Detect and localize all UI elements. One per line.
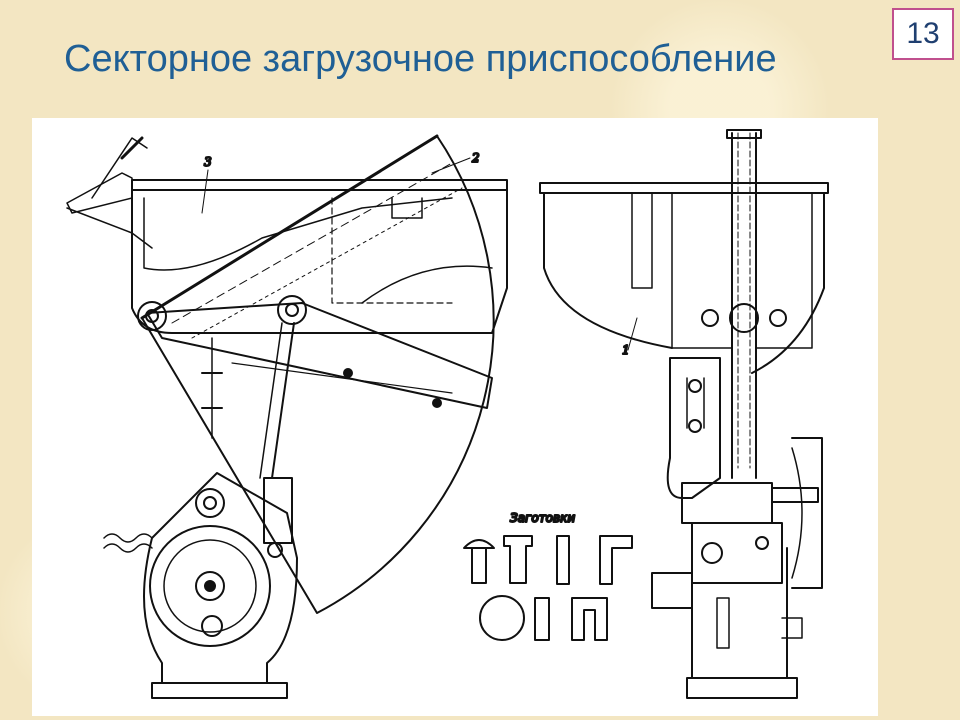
callout-3: 3: [204, 155, 212, 169]
blank-bolt: [463, 539, 495, 584]
blanks-label: Заготовки: [510, 511, 575, 525]
blank-angle: [599, 535, 633, 585]
front-view: 1: [539, 129, 829, 699]
blanks-group: Заготовки: [463, 510, 633, 641]
callout-2: 2: [471, 151, 480, 165]
blank-bar: [534, 597, 550, 641]
blank-cylinder: [503, 535, 533, 584]
callout-1: 1: [622, 343, 630, 357]
technical-drawing: 3 2 Заготовки: [32, 118, 878, 716]
blank-channel: [571, 597, 608, 641]
slide-number-badge: 13: [892, 8, 954, 60]
slide-title: Секторное загрузочное приспособление: [64, 38, 777, 80]
blank-disc: [479, 595, 525, 641]
blank-rod: [556, 535, 570, 585]
side-view: 3 2: [66, 134, 508, 699]
